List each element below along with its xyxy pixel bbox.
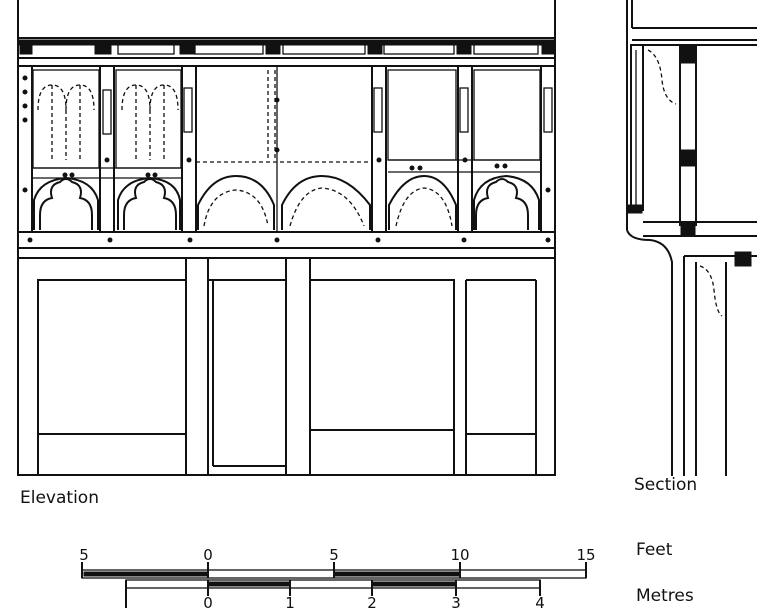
- gallery-bottom-rail: [17, 231, 556, 249]
- elevation-label: Elevation: [20, 488, 99, 508]
- feet-tick-label: 15: [576, 546, 596, 564]
- feet-tick-label: 5: [329, 546, 339, 564]
- feet-tick-label: 0: [203, 546, 213, 564]
- feet-tick-label: 10: [450, 546, 470, 564]
- metres-tick-label: 1: [285, 594, 295, 612]
- elevation-drawing: [17, 0, 556, 476]
- feet-scale-bar: [81, 562, 587, 579]
- metres-tick-label: 2: [367, 594, 377, 612]
- section-label: Section: [634, 475, 698, 495]
- metres-tick-label: 3: [451, 594, 461, 612]
- metres-unit-label: Metres: [636, 586, 694, 606]
- metres-scale-bar: [125, 579, 541, 608]
- feet-tick-label: 5: [79, 546, 89, 564]
- metres-tick-label: 4: [535, 594, 545, 612]
- metres-tick-label: 0: [203, 594, 213, 612]
- section-drawing: [626, 0, 757, 476]
- feet-unit-label: Feet: [636, 540, 673, 560]
